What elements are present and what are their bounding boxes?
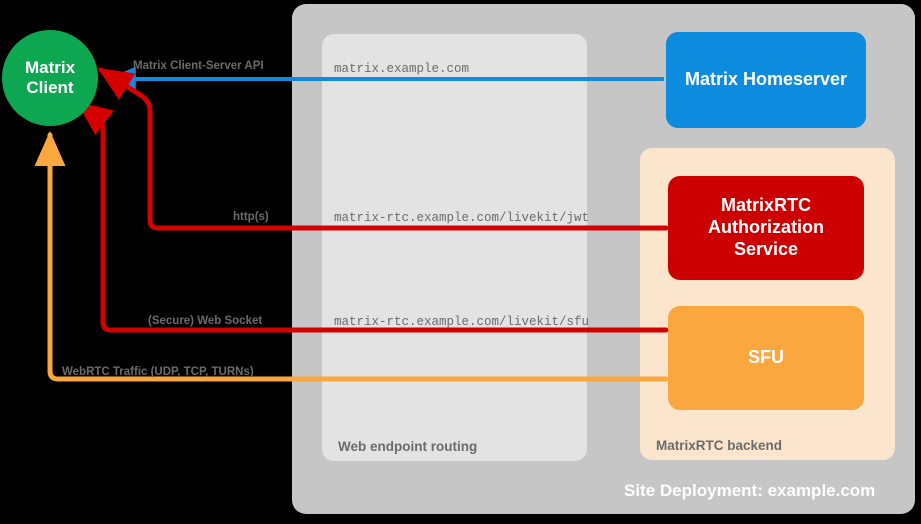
node-sfu[interactable]: SFU — [668, 306, 864, 410]
matrix-client-label-line2: Client — [26, 78, 74, 97]
site-deployment-caption: Site Deployment: example.com — [624, 481, 876, 500]
web-endpoint-routing-caption: Web endpoint routing — [338, 439, 478, 454]
endpoint-url-homeserver: matrix.example.com — [334, 62, 470, 76]
auth-service-label-line1: MatrixRTC — [720, 195, 811, 216]
connector-label-websocket: (Secure) Web Socket — [148, 315, 263, 327]
web-endpoint-routing-panel — [322, 34, 587, 461]
connector-websocket — [76, 101, 669, 333]
connector-webrtc — [34, 130, 669, 382]
sfu-label: SFU — [748, 347, 784, 368]
matrix-homeserver-label: Matrix Homeserver — [684, 69, 848, 90]
matrix-client-label-line1: Matrix — [24, 57, 76, 77]
node-matrix-homeserver[interactable]: Matrix Homeserver — [666, 32, 866, 128]
auth-service-label-line3: Service — [733, 238, 799, 259]
matrixrtc-backend-caption: MatrixRTC backend — [656, 438, 783, 453]
connector-https — [97, 67, 669, 231]
connector-label-cs-api: Matrix Client-Server API — [133, 60, 264, 72]
node-matrix-client[interactable]: Matrix Client — [2, 30, 98, 126]
connector-label-webrtc: WebRTC Traffic (UDP, TCP, TURNs) — [62, 366, 254, 378]
node-matrixrtc-authorization-service[interactable]: MatrixRTC Authorization Service — [668, 176, 864, 280]
endpoint-url-jwt: matrix-rtc.example.com/livekit/jwt — [334, 211, 590, 225]
endpoint-url-sfu: matrix-rtc.example.com/livekit/sfu — [334, 315, 590, 329]
connector-label-https: http(s) — [233, 211, 269, 223]
auth-service-label-line2: Authorization — [708, 217, 824, 238]
